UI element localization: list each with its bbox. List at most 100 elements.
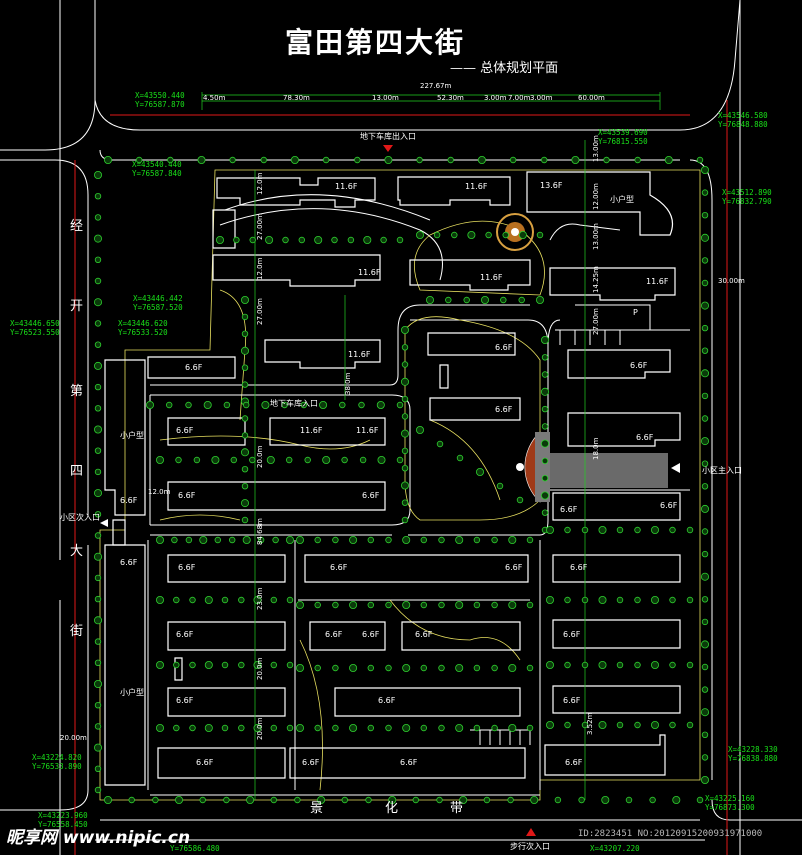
tree-icon <box>385 664 392 672</box>
tree-icon <box>349 601 358 610</box>
svg-text:12.0m: 12.0m <box>256 172 264 195</box>
tree-icon <box>155 724 164 733</box>
road-char: 经 <box>70 219 83 234</box>
building <box>167 481 386 511</box>
tree-icon <box>473 601 481 609</box>
svg-text:X=43446.442: X=43446.442 <box>133 294 183 303</box>
tree-icon <box>173 596 180 604</box>
tree-icon <box>416 156 423 164</box>
tree-icon <box>228 536 236 544</box>
tree-icon <box>669 596 676 604</box>
tree-icon <box>241 313 249 321</box>
tree-icon <box>701 347 709 354</box>
tree-icon <box>240 295 249 304</box>
tree-icon <box>598 661 607 670</box>
tree-icon <box>314 601 321 609</box>
tree-icon <box>634 721 641 729</box>
tree-icon <box>701 211 709 219</box>
tree-icon <box>541 371 549 378</box>
svg-text:38.0m: 38.0m <box>344 372 352 395</box>
small-unit-label: 小户型 <box>120 687 144 697</box>
tree-icon <box>601 796 610 805</box>
tree-icon <box>261 400 270 409</box>
top-dimension: 227.67m 4.50m 78.30m 13.00m 52.30m 3.00m… <box>60 82 745 742</box>
secondary-entrance-arrow-icon <box>100 519 108 527</box>
tree-icon <box>400 481 409 490</box>
tree-icon <box>189 596 196 604</box>
tree-icon <box>300 401 307 409</box>
tree-icon <box>295 601 304 610</box>
building-label: 6.6F <box>415 630 433 639</box>
tree-icon <box>94 277 102 285</box>
tree-icon <box>701 279 709 287</box>
svg-text:27.00m: 27.00m <box>256 298 264 325</box>
tree-icon <box>229 156 236 164</box>
road-char: 第 <box>70 384 83 399</box>
tree-icon <box>94 320 102 327</box>
tree-icon <box>94 192 102 200</box>
tree-icon <box>94 532 102 539</box>
tree-icon <box>367 601 374 609</box>
tree-icon <box>491 724 498 732</box>
tree-icon <box>541 457 549 465</box>
tree-icon <box>651 596 660 605</box>
building <box>552 492 681 521</box>
building-label: 6.6F <box>630 361 648 370</box>
tree-icon <box>701 663 709 671</box>
tree-icon <box>238 596 245 604</box>
tree-icon <box>317 796 326 805</box>
tree-icon <box>135 156 143 164</box>
tree-icon <box>197 155 206 164</box>
tree-icon <box>241 330 249 337</box>
tree-icon <box>94 595 102 603</box>
tree-icon <box>526 724 534 732</box>
coord-6: X=43446.650 Y=76523.550 <box>10 319 60 337</box>
tree-icon <box>363 235 372 244</box>
building-label: 11.6F <box>356 426 379 435</box>
tree-icon <box>215 235 224 244</box>
west-road-name: 经 开 第 四 大 街 <box>70 219 83 639</box>
green-belt-name: 景 化 带 <box>310 801 463 816</box>
tree-icon <box>473 536 481 544</box>
tree-icon <box>319 400 328 409</box>
building-label: 6.6F <box>196 758 214 767</box>
tree-icon <box>167 156 174 164</box>
tree-icon <box>240 499 249 508</box>
tree-icon <box>701 415 709 422</box>
svg-text:27.00m: 27.00m <box>256 213 264 240</box>
tree-icon <box>295 536 304 545</box>
building-label: 6.6F <box>362 630 380 639</box>
building <box>167 687 286 717</box>
tree-icon <box>491 601 498 609</box>
svg-text:23.0m: 23.0m <box>256 587 264 610</box>
tree-icon <box>253 661 262 670</box>
building <box>427 332 516 356</box>
tree-icon <box>669 526 676 534</box>
tree-icon <box>496 482 504 490</box>
svg-text:X=43224.820: X=43224.820 <box>32 753 82 762</box>
watermark-brand: 昵享网 www.nipic.cn <box>6 828 190 848</box>
tree-icon <box>94 468 102 476</box>
tree-icon <box>204 724 213 733</box>
small-unit-label: 小户型 <box>610 194 634 204</box>
tree-icon <box>526 536 534 544</box>
small-unit-label: 小户型 <box>120 430 144 440</box>
coord-4: X=43512.890 Y=76832.790 <box>722 188 772 206</box>
tree-icon <box>598 596 607 605</box>
tree-icon <box>171 536 178 544</box>
tree-icon <box>385 724 392 732</box>
coord-7: X=43446.620 Y=76533.520 <box>118 319 168 337</box>
tree-icon <box>701 686 709 693</box>
dim-seg-3: 52.30m <box>437 94 464 102</box>
tree-icon <box>401 361 409 368</box>
tree-icon <box>518 230 527 239</box>
page-subtitle: —— 总体规划平面 <box>450 61 558 76</box>
tree-icon <box>349 724 358 733</box>
site-labels: 地下车库出入口 地下车库入口 小区主入口 小区次入口 步行次入口 小户型 小户型… <box>60 131 742 851</box>
svg-text:X=43228.330: X=43228.330 <box>728 745 778 754</box>
title-block: 富田第四大街 —— 总体规划平面 <box>285 26 558 76</box>
watermark-id: ID:2823451 NO:20120915200931971000 <box>578 829 762 839</box>
svg-text:12.0m: 12.0m <box>148 488 171 496</box>
building <box>401 621 521 651</box>
